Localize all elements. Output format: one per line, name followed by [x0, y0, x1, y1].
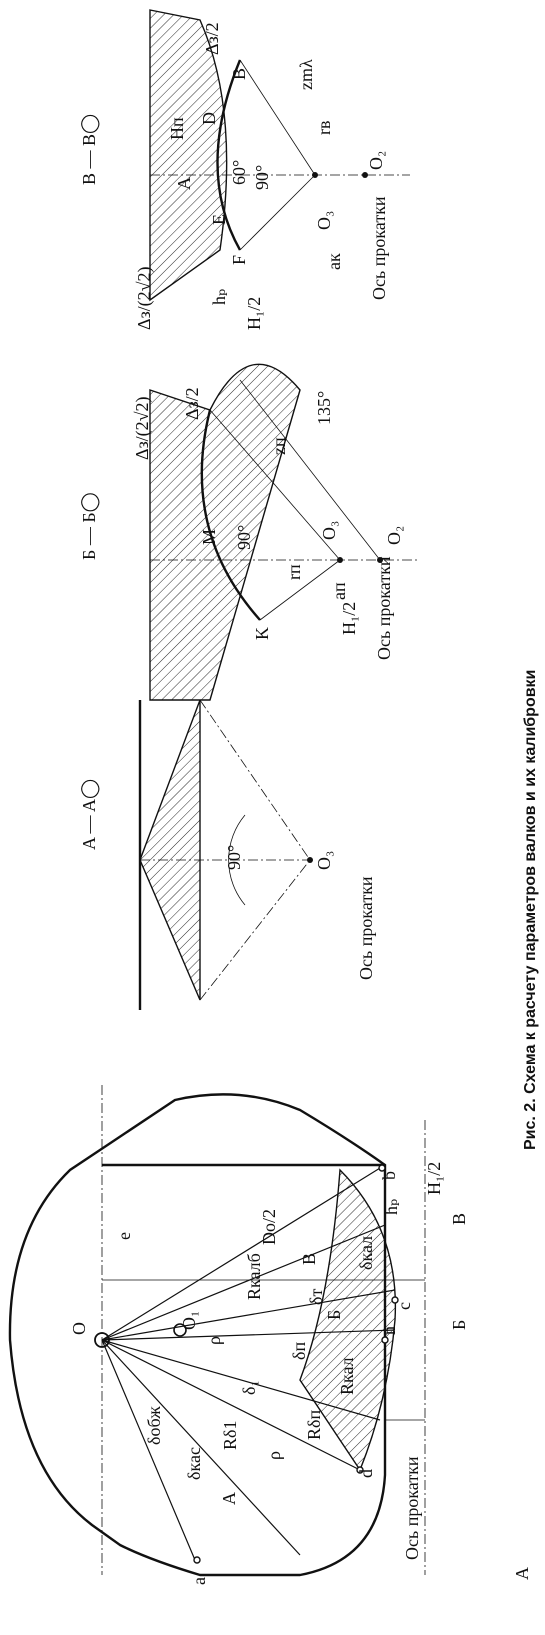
section-VV-hn: Hп [167, 117, 187, 140]
label-pt-c: c [394, 1302, 414, 1310]
point-b [378, 1164, 386, 1172]
label-delta-t: δт [306, 1289, 326, 1305]
section-BB-angle135: 135° [314, 391, 334, 425]
label-H1-2: H₁/2 [424, 1162, 444, 1195]
section-BB-title: Б — Б◯ [79, 492, 100, 560]
label-pt-d: d [356, 1469, 376, 1478]
label-D0-2: Do/2 [259, 1209, 279, 1245]
label-rho1: ρ [204, 1336, 224, 1345]
label-sec-A: A [512, 1567, 532, 1580]
label-R-kalb: Rкалб [244, 1253, 264, 1300]
main-view: O O₁ e Do/2 H₁/2 hₚ δобж δкас Rδ1 A ρ ρ … [8, 1085, 532, 1585]
point-O3-AA [307, 857, 313, 863]
label-delta-obzh: δобж [144, 1406, 164, 1445]
point-O3-BB [337, 557, 343, 563]
section-BB-K: K [252, 627, 272, 640]
label-R-deltap: Rδп [304, 1410, 324, 1440]
label-R-kal: Rкал [337, 1357, 357, 1395]
section-VV-delta-2: Δз/2 [202, 22, 222, 55]
section-BB: Б — Б◯ Δз/(2√2) Δз/2 zп 135° M 90° rп O₃… [79, 363, 420, 701]
section-AA: A — A◯ 90° O₃ Ось прокатки [79, 699, 376, 1010]
section-VV-delta-r2: Δз/(2√2) [134, 266, 155, 330]
section-VV-O3: O₃ [314, 211, 334, 230]
point-O2-BB [377, 557, 383, 563]
label-pt-b: b [379, 1171, 399, 1180]
label-hp: hₚ [381, 1199, 401, 1215]
section-BB-delta-2: Δз/2 [182, 387, 202, 420]
section-VV-zml: zmλ [296, 59, 316, 90]
section-BB-hatched [149, 363, 301, 701]
point-O3-VV [312, 172, 318, 178]
section-VV-hatched [149, 9, 228, 302]
section-AA-axis: Ось прокатки [356, 876, 376, 980]
section-BB-zp: zп [269, 437, 289, 455]
section-BB-rp: rп [284, 564, 304, 580]
section-BB-axis: Ось прокатки [374, 556, 394, 660]
section-AA-O3: O₃ [314, 851, 334, 870]
section-BB-delta-r2: Δз/(2√2) [132, 396, 153, 460]
section-AA-title: A — A◯ [79, 779, 100, 850]
point-n [381, 1336, 389, 1344]
label-delta-kal: δкал [356, 1236, 376, 1270]
calibre-hatched-region [299, 1168, 397, 1472]
section-VV-ak: aк [324, 253, 344, 270]
point-O2-VV [362, 172, 368, 178]
section-VV-axis: Ось прокатки [369, 196, 389, 300]
label-rolling-axis: Ось прокатки [402, 1456, 422, 1560]
label-O: O [69, 1322, 89, 1335]
section-VV-D: D [199, 112, 219, 125]
label-sec-B: Б [449, 1320, 469, 1330]
point-O [94, 1332, 110, 1348]
section-VV-angle90: 90° [252, 165, 272, 190]
section-BB-H1-2: H₁/2 [339, 602, 359, 635]
point-d [356, 1466, 364, 1474]
section-BB-O3: O₃ [319, 521, 339, 540]
label-delta-kas: δкас [184, 1447, 204, 1480]
label-pt-n: n [379, 1326, 399, 1335]
section-VV-F: F [229, 255, 249, 265]
section-AA-hatched [139, 699, 201, 1001]
section-VV-A: A [174, 177, 194, 190]
label-V-mark: B [299, 1253, 319, 1265]
label-e: e [114, 1232, 134, 1240]
section-VV-H1-2: H₁/2 [244, 297, 264, 330]
point-O1 [173, 1323, 187, 1337]
label-delta1: δ₁ [239, 1380, 259, 1395]
label-O1: O₁ [179, 1311, 199, 1330]
section-VV-title: B — B◯ [79, 114, 100, 185]
label-R-delta1: Rδ1 [220, 1421, 240, 1451]
section-BB-angle90: 90° [234, 525, 254, 550]
section-VV-E: E [209, 214, 229, 225]
point-a [193, 1556, 201, 1564]
section-BB-O2: O₂ [384, 526, 404, 545]
label-delta-p: δп [289, 1342, 309, 1360]
label-pt-a: a [189, 1577, 209, 1585]
point-c [391, 1296, 399, 1304]
roll-outline [8, 1093, 387, 1577]
label-rho2: ρ [264, 1451, 284, 1460]
figure-caption: Рис. 2. Схема к расчету параметров валко… [522, 670, 539, 1150]
label-sec-V: B [449, 1213, 469, 1225]
label-A-mark: A [219, 1492, 239, 1505]
section-VV-B: B [229, 68, 249, 80]
radial-lines [101, 1164, 396, 1561]
label-B-mark: Б [324, 1310, 344, 1320]
section-BB-ap: aп [329, 582, 349, 600]
section-VV-angle60: 60° [229, 160, 249, 185]
section-AA-angle: 90° [224, 845, 244, 870]
section-VV-hp: hₚ [209, 289, 229, 305]
section-VV: B — B◯ Δз/2 B zmλ Hп D rв A 60° 90° O₂ E… [79, 9, 410, 330]
section-VV-O2: O₂ [366, 151, 386, 170]
section-BB-M: M [199, 529, 219, 545]
section-VV-rv: rв [314, 121, 334, 136]
